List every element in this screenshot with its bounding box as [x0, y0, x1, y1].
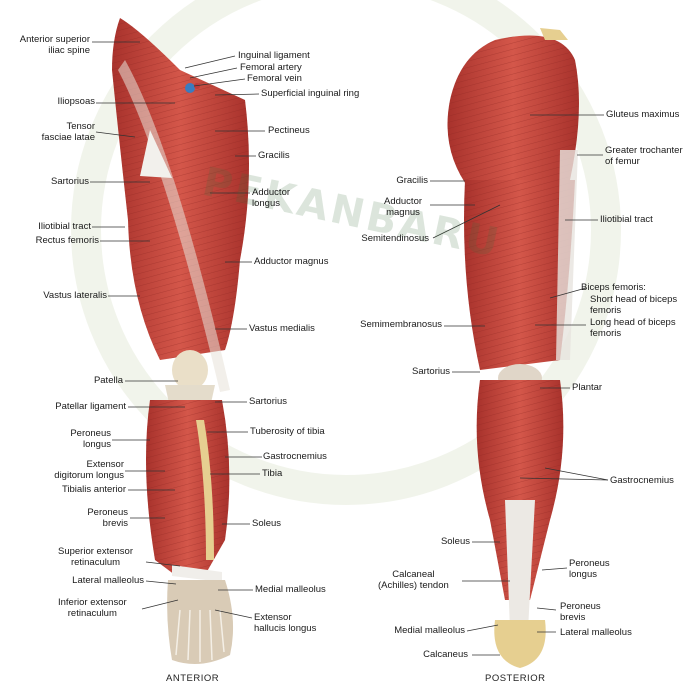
label-tibialis-anterior: Tibialis anterior: [62, 485, 126, 496]
label-long-head-biceps: Long head of biceps femoris: [590, 318, 676, 339]
label-gastrocnemius-anterior: Gastrocnemius: [263, 452, 327, 463]
label-superficial-inguinal-ring: Superficial inguinal ring: [261, 89, 359, 100]
label-sartorius-posterior: Sartorius: [412, 367, 450, 378]
label-medial-malleolus-anterior: Medial malleolus: [255, 585, 326, 596]
label-inferior-extensor-retinaculum: Inferior extensor retinaculum: [58, 598, 127, 619]
label-superior-extensor-retinaculum: Superior extensor retinaculum: [58, 547, 133, 568]
label-iliopsoas: Iliopsoas: [58, 97, 96, 108]
label-peroneus-longus-anterior: Peroneus longus: [70, 429, 111, 450]
label-short-head-biceps: Short head of biceps femoris: [590, 295, 677, 316]
label-patella: Patella: [94, 376, 123, 387]
label-gastrocnemius-posterior: Gastrocnemius: [610, 476, 674, 487]
label-tuberosity-of-tibia: Tuberosity of tibia: [250, 427, 325, 438]
label-soleus-anterior: Soleus: [252, 519, 281, 530]
label-adductor-magnus-anterior: Adductor magnus: [254, 257, 328, 268]
label-vastus-medialis: Vastus medialis: [249, 324, 315, 335]
label-soleus-posterior: Soleus: [441, 537, 470, 548]
label-biceps-femoris: Biceps femoris:: [581, 283, 646, 294]
label-tibia: Tibia: [262, 469, 282, 480]
posterior-heel: [494, 620, 545, 668]
posterior-leg-illustration: [448, 28, 580, 668]
label-calcaneus: Calcaneus: [423, 650, 468, 661]
label-greater-trochanter: Greater trochanter of femur: [605, 146, 683, 167]
label-rectus-femoris: Rectus femoris: [36, 236, 99, 247]
label-calcaneal-tendon: Calcaneal (Achilles) tendon: [378, 570, 449, 591]
label-gluteus-maximus: Gluteus maximus: [606, 110, 679, 121]
label-sartorius-anterior: Sartorius: [51, 177, 89, 188]
label-gracilis-anterior: Gracilis: [258, 151, 290, 162]
label-sartorius-anterior-2: Sartorius: [249, 397, 287, 408]
label-plantar: Plantar: [572, 383, 602, 394]
label-tensor-fasciae-latae: Tensor fasciae latae: [42, 122, 95, 143]
label-lateral-malleolus-posterior: Lateral malleolus: [560, 628, 632, 639]
label-gracilis-posterior: Gracilis: [396, 176, 428, 187]
label-femoral-artery: Femoral artery: [240, 63, 302, 74]
label-medial-malleolus-posterior: Medial malleolus: [394, 626, 465, 637]
label-semitendinosus: Semitendinosus: [361, 234, 429, 245]
label-femoral-vein: Femoral vein: [247, 74, 302, 85]
label-extensor-digitorum-longus: Extensor digitorum longus: [54, 460, 124, 481]
label-iliotibial-tract-posterior: Iliotibial tract: [600, 215, 653, 226]
caption-posterior: POSTERIOR: [485, 673, 545, 684]
label-iliotibial-tract-anterior: Iliotibial tract: [38, 222, 91, 233]
caption-anterior: ANTERIOR: [166, 673, 219, 684]
label-anterior-superior-iliac-spine: Anterior superior iliac spine: [20, 35, 90, 56]
label-adductor-longus: Adductor longus: [252, 188, 290, 209]
label-semimembranosus: Semimembranosus: [360, 320, 442, 331]
label-lateral-malleolus-anterior: Lateral malleolus: [72, 576, 144, 587]
label-vastus-lateralis: Vastus lateralis: [43, 291, 107, 302]
label-peroneus-brevis-posterior: Peroneus brevis: [560, 602, 601, 623]
label-extensor-hallucis-longus: Extensor hallucis longus: [254, 613, 316, 634]
label-peroneus-brevis-anterior: Peroneus brevis: [87, 508, 128, 529]
label-inguinal-ligament: Inguinal ligament: [238, 51, 310, 62]
label-adductor-magnus-posterior: Adductor magnus: [384, 197, 422, 218]
label-patellar-ligament: Patellar ligament: [55, 402, 126, 413]
label-peroneus-longus-posterior: Peroneus longus: [569, 559, 610, 580]
label-pectineus: Pectineus: [268, 126, 310, 137]
anterior-patella: [172, 350, 208, 390]
